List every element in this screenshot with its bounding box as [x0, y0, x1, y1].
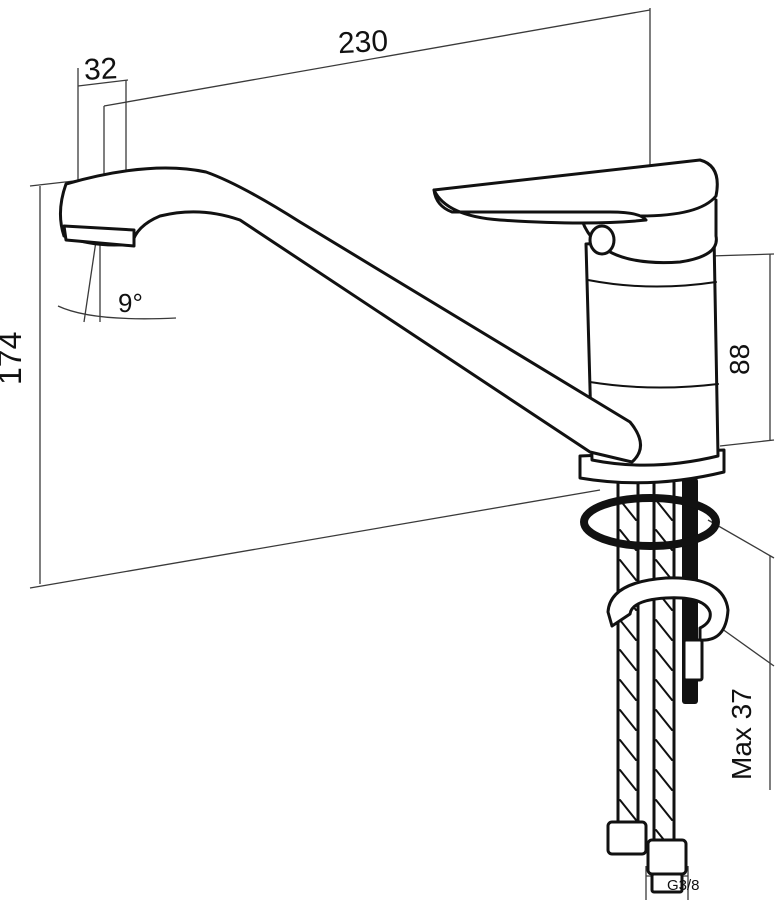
- handle-lever: [432, 158, 719, 265]
- horseshoe-washer: [606, 576, 730, 642]
- dimension-label-total-height: 174: [0, 331, 28, 385]
- dimension-label-hose-thread: G3/8: [667, 877, 700, 894]
- dimension-label-body-height: 88: [724, 343, 755, 375]
- dimension-label-spout-offset: 32: [83, 52, 119, 87]
- dimension-label-max-counter-thickness: Max 37: [726, 688, 757, 780]
- dimension-label-spout-angle: 9°: [118, 288, 143, 318]
- faucet-body: [584, 234, 720, 467]
- dimension-label-spout-length: 230: [337, 24, 389, 61]
- hose-left: [606, 478, 648, 856]
- dim-88-lines: [709, 253, 775, 447]
- hose-right: [646, 478, 688, 894]
- spout: [59, 166, 642, 464]
- o-ring: [580, 494, 720, 550]
